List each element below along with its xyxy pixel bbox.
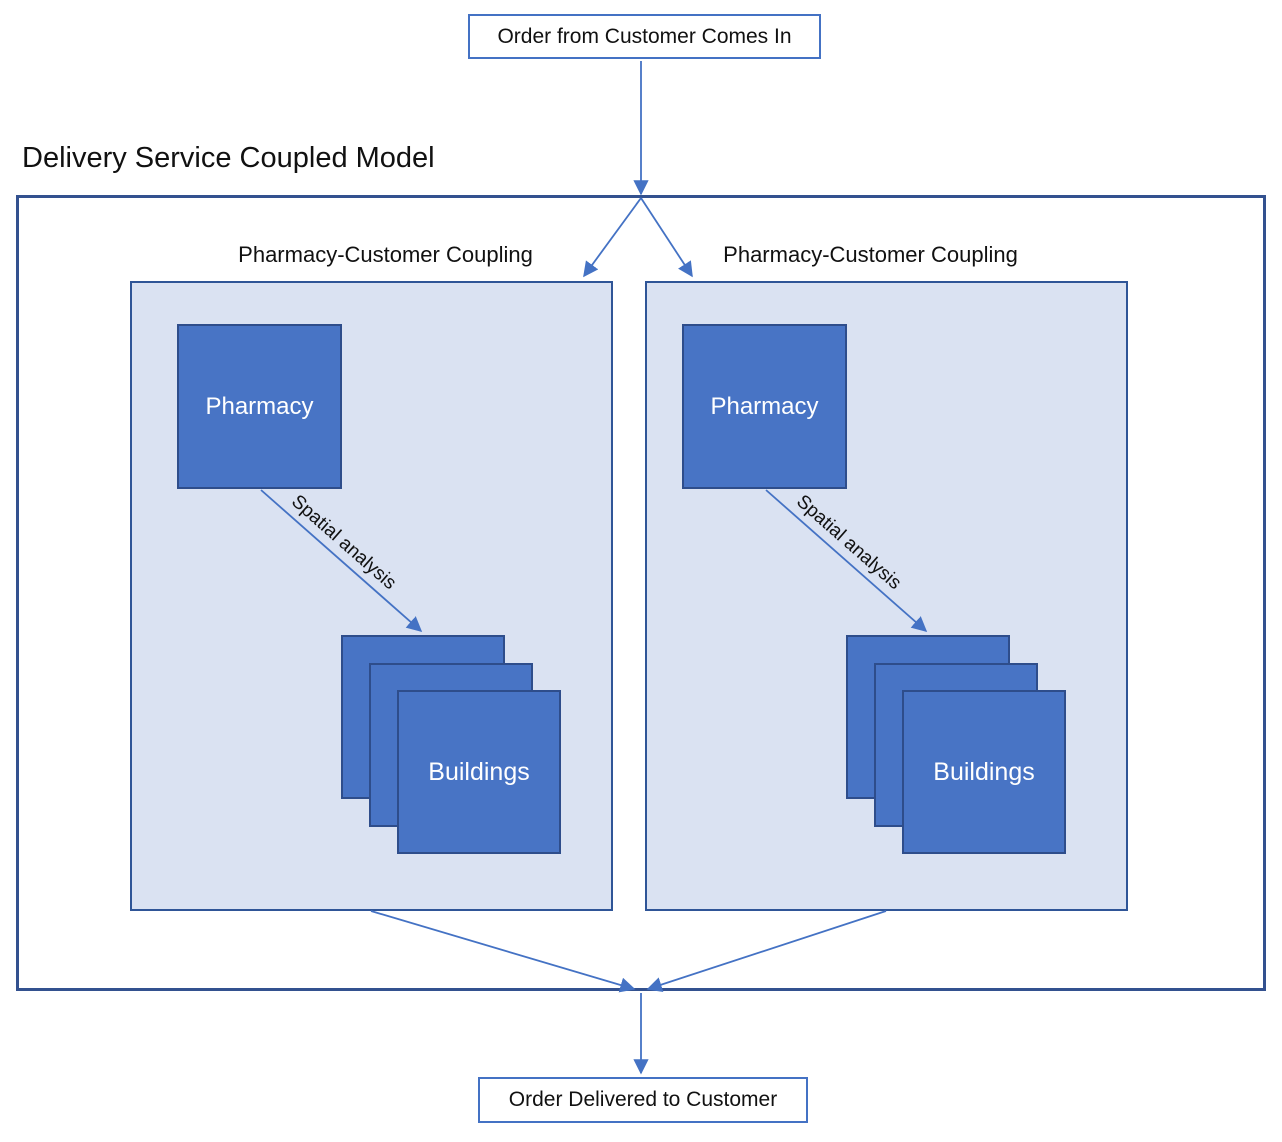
right-buildings-label: Buildings: [933, 757, 1035, 786]
left-pharmacy-node: Pharmacy: [177, 324, 342, 489]
start-node: Order from Customer Comes In: [468, 14, 821, 59]
diagram-title: Delivery Service Coupled Model: [22, 142, 435, 174]
right-pharmacy-label: Pharmacy: [710, 392, 819, 420]
left-buildings-label: Buildings: [428, 757, 530, 786]
right-pharmacy-node: Pharmacy: [682, 324, 847, 489]
end-node: Order Delivered to Customer: [478, 1077, 808, 1123]
right-buildings-node: Buildings: [902, 690, 1066, 854]
left-panel-label: Pharmacy-Customer Coupling: [238, 242, 533, 267]
coupled-model-container: [16, 195, 1266, 991]
end-node-label: Order Delivered to Customer: [508, 1088, 778, 1111]
left-pharmacy-label: Pharmacy: [205, 392, 314, 420]
left-buildings-node: Buildings: [397, 690, 561, 854]
right-panel-label: Pharmacy-Customer Coupling: [723, 242, 1018, 267]
start-node-label: Order from Customer Comes In: [497, 24, 792, 48]
